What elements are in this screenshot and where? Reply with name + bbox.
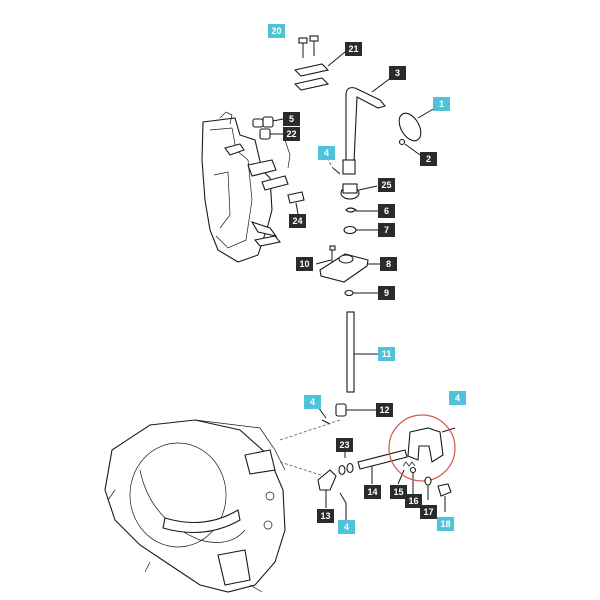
- callout-1: 1: [433, 97, 450, 111]
- bell-housing: [104, 419, 341, 593]
- callout-25: 25: [378, 178, 395, 192]
- callout-23: 23: [336, 438, 353, 452]
- callout-14: 14: [364, 485, 381, 499]
- highlight-circle: [388, 414, 456, 482]
- small-pin: [398, 138, 421, 156]
- callout-16: 16: [405, 494, 422, 508]
- callout-17: 17: [420, 505, 437, 519]
- callout-7: 7: [378, 223, 395, 237]
- callout-4-upper: 4: [318, 146, 335, 160]
- bolts: [298, 35, 319, 58]
- shift-fork: [407, 427, 456, 463]
- o-ring: [344, 289, 378, 297]
- callout-20: 20: [268, 24, 285, 38]
- shift-bracket: [317, 469, 347, 520]
- spring: [397, 461, 417, 494]
- ball-socket: [340, 183, 378, 200]
- callout-21: 21: [345, 42, 362, 56]
- callout-3: 3: [389, 66, 406, 80]
- callout-6: 6: [378, 204, 395, 218]
- lever-knob: [398, 107, 436, 142]
- callout-24: 24: [289, 214, 306, 228]
- callout-4-mid: 4: [304, 395, 321, 409]
- bracket: [287, 191, 305, 215]
- callout-11: 11: [378, 347, 395, 361]
- washer: [343, 225, 378, 235]
- pin-upper: [326, 157, 341, 175]
- selector-shaft: [346, 311, 378, 393]
- selector-block: [335, 403, 376, 417]
- callout-13: 13: [317, 509, 334, 523]
- callout-12: 12: [376, 403, 393, 417]
- pin-mid: [317, 406, 331, 425]
- plates: [293, 51, 346, 91]
- callout-22: 22: [283, 127, 300, 141]
- callout-4-lower: 4: [338, 520, 355, 534]
- bolt-10: [315, 245, 336, 265]
- callout-5: 5: [283, 112, 300, 126]
- callout-9: 9: [378, 286, 395, 300]
- housing-plate: [319, 253, 380, 283]
- callout-4-right: 4: [449, 391, 466, 405]
- callout-18: 18: [437, 517, 454, 531]
- bushings: [252, 116, 284, 140]
- upper-housing: [201, 111, 291, 263]
- o-rings: [338, 452, 354, 476]
- gear-lever: [342, 76, 393, 175]
- circlip: [345, 207, 378, 213]
- plug: [424, 476, 452, 512]
- callout-15: 15: [390, 485, 407, 499]
- callout-2: 2: [420, 152, 437, 166]
- callout-10: 10: [296, 257, 313, 271]
- callout-8: 8: [380, 257, 397, 271]
